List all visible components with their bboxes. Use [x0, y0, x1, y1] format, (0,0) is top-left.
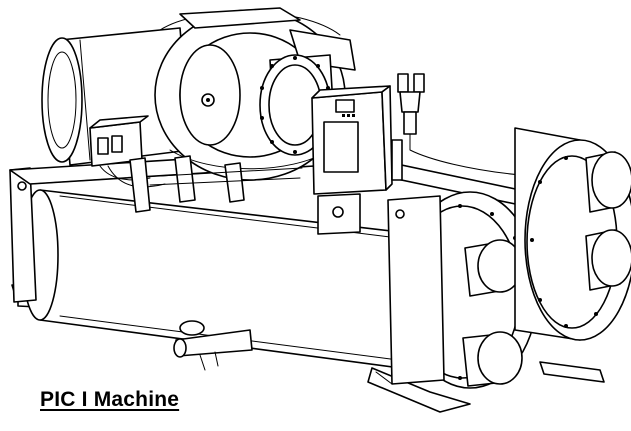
waterbox-rear — [515, 128, 631, 340]
support-plate — [376, 196, 444, 384]
relief-valves — [392, 74, 520, 180]
diagram-caption: PIC I Machine — [40, 388, 180, 411]
control-panel — [312, 86, 392, 234]
lower-piping — [174, 321, 252, 370]
heat-exchanger-shell — [10, 168, 400, 368]
compressor-legs — [130, 156, 302, 212]
junction-box — [90, 116, 165, 187]
